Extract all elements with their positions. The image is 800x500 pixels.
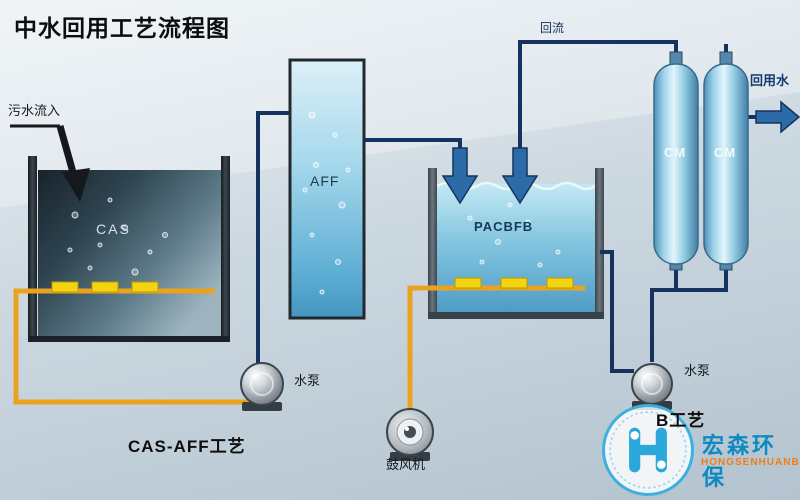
blower <box>386 408 434 461</box>
down-arrow-1 <box>441 147 479 205</box>
blower-label: 鼓风机 <box>386 457 426 472</box>
bubbles <box>67 111 561 295</box>
background-highlight-band <box>0 0 800 208</box>
reuse-water-label: 回用水 <box>750 73 790 88</box>
pump-1-label: 水泵 <box>294 373 321 388</box>
reuse-arrow <box>755 100 800 134</box>
down-arrow-2 <box>501 147 539 205</box>
inflow-arrow <box>10 124 90 202</box>
pacbfb-tank-label: PACBFB <box>474 219 534 234</box>
page-title: 中水回用工艺流程图 <box>14 15 230 41</box>
process-label-left: CAS-AFF工艺 <box>128 437 246 456</box>
cas-tank <box>28 156 230 342</box>
cm-column-2-label: CM <box>714 145 737 160</box>
navy-water-pipes <box>256 40 757 373</box>
logo-h-icon <box>609 411 687 489</box>
pacbfb-tank <box>428 168 604 319</box>
aff-column <box>288 58 366 320</box>
reflux-label: 回流 <box>540 21 565 35</box>
pump-2 <box>631 363 673 410</box>
logo-company-name-cn: 宏森环保 <box>702 433 778 490</box>
company-logo <box>602 404 694 496</box>
pump-1 <box>240 362 284 411</box>
aeration-diffusers <box>51 277 574 293</box>
pump-2-label: 水泵 <box>684 363 711 378</box>
logo-company-name-en: HONGSENHUANBAO <box>701 457 800 468</box>
cm-column-1-label: CM <box>664 145 687 160</box>
cas-tank-label: CAS <box>96 221 131 237</box>
process-label-right: B工艺 <box>656 411 706 430</box>
aff-column-label: AFF <box>310 173 340 189</box>
inflow-label: 污水流入 <box>8 103 61 118</box>
cm-columns <box>653 51 749 271</box>
